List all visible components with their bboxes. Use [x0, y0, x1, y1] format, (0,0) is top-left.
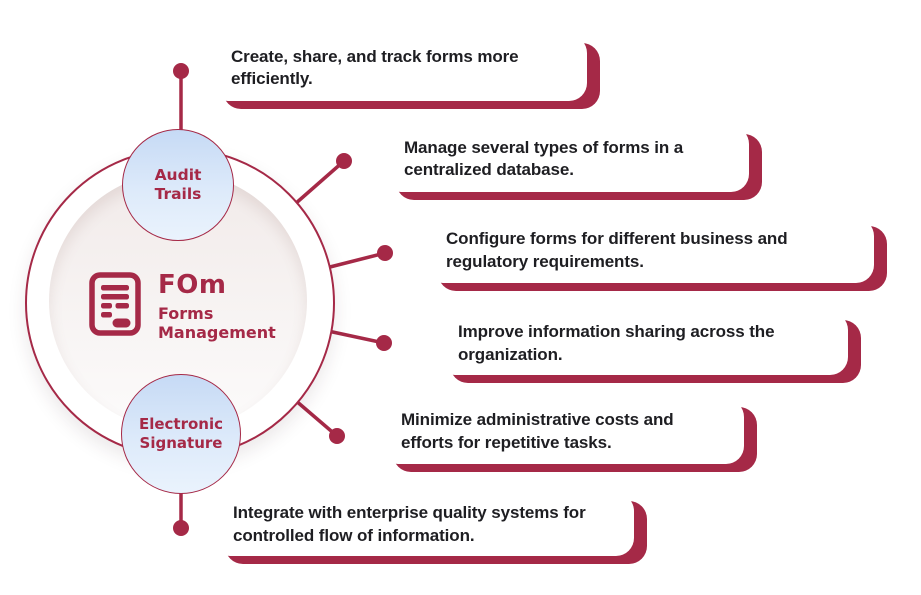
- form-document-icon: [89, 272, 141, 336]
- benefit-text: Create, share, and track forms more effi…: [231, 46, 519, 88]
- benefit-card: Manage several types of forms in a centr…: [383, 126, 749, 192]
- benefit-text: Configure forms for different business a…: [446, 229, 788, 271]
- connector-line: [293, 159, 346, 206]
- product-name: Forms Management: [158, 304, 276, 342]
- center-text-block: FOm Forms Management: [158, 270, 283, 342]
- benefit-card: Configure forms for different business a…: [425, 218, 874, 283]
- benefit-text: Integrate with enterprise quality system…: [233, 503, 586, 545]
- product-abbr: FOm: [158, 270, 227, 300]
- benefit-text: Minimize administrative costs and effort…: [401, 410, 674, 452]
- benefit-card: Improve information sharing across the o…: [437, 312, 848, 375]
- connector-dot: [173, 63, 189, 79]
- connector-dot: [336, 153, 352, 169]
- connector-dot: [376, 335, 392, 351]
- center-content: FOm Forms Management: [89, 270, 283, 342]
- benefit-text: Manage several types of forms in a centr…: [404, 137, 684, 179]
- benefit-text: Improve information sharing across the o…: [458, 322, 775, 364]
- connector-dot: [173, 520, 189, 536]
- satellite-electronic-signature: Electronic Signature: [121, 374, 241, 494]
- satellite-audit-trails: Audit Trails: [122, 129, 234, 241]
- benefit-card: Create, share, and track forms more effi…: [210, 35, 587, 101]
- benefit-card: Integrate with enterprise quality system…: [212, 493, 634, 556]
- connector-dot: [377, 245, 393, 261]
- benefit-card: Minimize administrative costs and effort…: [380, 399, 744, 464]
- satellite-label: Electronic Signature: [138, 414, 224, 453]
- connector-dot: [329, 428, 345, 444]
- connector-line: [293, 398, 339, 438]
- connector-line: [327, 329, 385, 345]
- satellite-label: Audit Trails: [154, 165, 202, 203]
- connector-line: [325, 251, 386, 270]
